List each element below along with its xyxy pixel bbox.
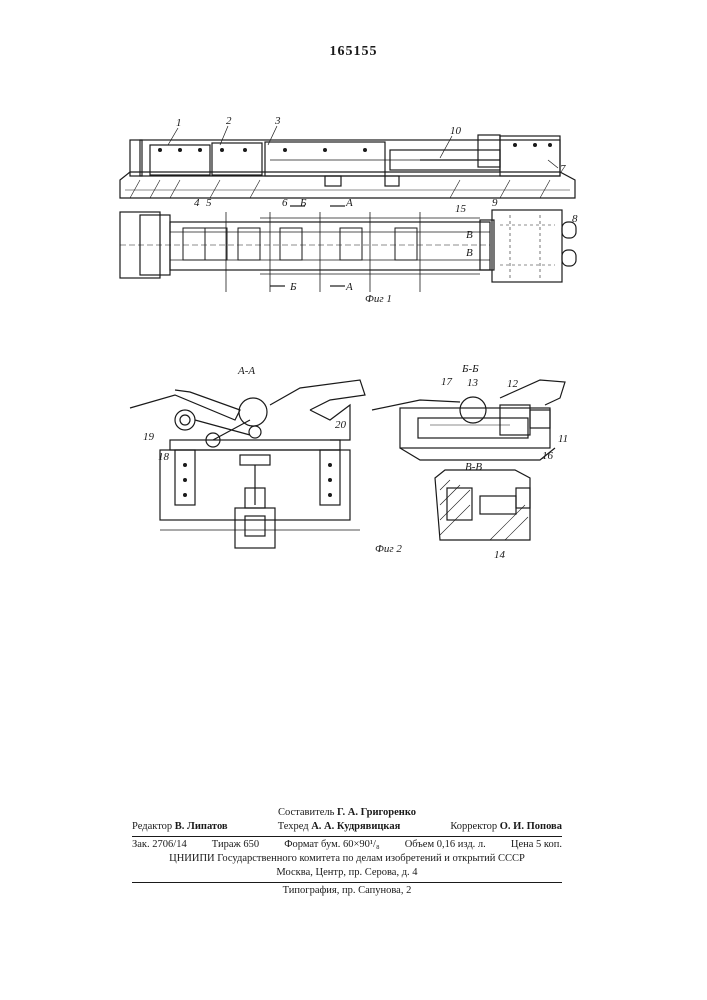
label-3: 3 xyxy=(274,115,281,127)
figure1-plan xyxy=(120,206,576,292)
publication-details: Зак. 2706/14 Тираж 650 Формат бум. 60×90… xyxy=(132,838,562,852)
section-a-top: А xyxy=(345,197,353,209)
figure2-right-labels: Б-Б 17 13 12 11 16 В-В 14 xyxy=(441,363,568,561)
compiler-line: Составитель Г. А. Григоренко xyxy=(132,806,562,820)
editor-label: Редактор xyxy=(132,821,172,832)
label-18: 18 xyxy=(158,451,170,463)
editors-line: Редактор В. Липатов Техред А. А. Кудряви… xyxy=(132,820,562,834)
techred-name: А. А. Кудрявицкая xyxy=(311,821,400,832)
section-v-bottom: В xyxy=(466,247,473,259)
figure1-elevation xyxy=(120,135,575,198)
editor-name: В. Липатов xyxy=(175,821,228,832)
techred-label: Техред xyxy=(278,821,309,832)
label-14: 14 xyxy=(494,549,506,561)
editor: Редактор В. Липатов xyxy=(132,820,228,834)
figure2-left-labels: А-А 19 18 20 xyxy=(143,365,347,463)
techred: Техред А. А. Кудрявицкая xyxy=(278,820,401,834)
corrector-name: О. И. Попова xyxy=(500,821,562,832)
section-b-bottom: Б xyxy=(289,281,297,293)
label-19: 19 xyxy=(143,431,155,443)
section-b-top: Б xyxy=(299,197,307,209)
compiler-label: Составитель xyxy=(278,807,334,818)
label-17: 17 xyxy=(441,376,453,388)
label-5: 5 xyxy=(206,197,212,209)
section-aa-title: А-А xyxy=(237,365,255,377)
order-number: Зак. 2706/14 xyxy=(132,838,187,852)
paper-format: Формат бум. 60×90¹/₈ xyxy=(284,838,379,852)
corrector: Корректор О. И. Попова xyxy=(450,820,562,834)
label-1: 1 xyxy=(176,117,182,129)
volume: Объем 0,16 изд. л. xyxy=(405,838,486,852)
label-13: 13 xyxy=(467,377,479,389)
institute: ЦНИИПИ Государственного комитета по дела… xyxy=(132,852,562,866)
label-7: 7 xyxy=(560,163,566,175)
label-8: 8 xyxy=(572,213,578,225)
label-12: 12 xyxy=(507,378,519,390)
compiler-name: Г. А. Григоренко xyxy=(337,807,416,818)
label-15: 15 xyxy=(455,203,467,215)
label-16: 16 xyxy=(542,450,554,462)
figure2-caption: Фиг 2 xyxy=(375,543,402,555)
price: Цена 5 коп. xyxy=(511,838,562,852)
circulation: Тираж 650 xyxy=(212,838,259,852)
label-11: 11 xyxy=(558,433,568,445)
divider-bottom xyxy=(132,882,562,883)
figure2-section-aa xyxy=(130,380,365,548)
label-6: 6 xyxy=(282,197,288,209)
address: Москва, Центр, пр. Серова, д. 4 xyxy=(132,866,562,880)
printer: Типография, пр. Сапунова, 2 xyxy=(132,884,562,898)
figure1-elevation-labels: 1 2 3 10 7 xyxy=(176,115,566,175)
divider-top xyxy=(132,836,562,837)
label-20: 20 xyxy=(335,419,347,431)
label-2: 2 xyxy=(226,115,232,127)
figure1-caption: Фиг 1 xyxy=(365,293,392,305)
patent-drawings: 1 2 3 10 7 xyxy=(0,0,707,800)
section-bb-title: Б-Б xyxy=(461,363,479,375)
colophon: Составитель Г. А. Григоренко Редактор В.… xyxy=(132,806,562,898)
section-vv-title: В-В xyxy=(465,461,482,473)
section-a-bottom: А xyxy=(345,281,353,293)
figure2-section-bb xyxy=(372,380,565,540)
label-4: 4 xyxy=(194,197,200,209)
corrector-label: Корректор xyxy=(450,821,497,832)
label-10: 10 xyxy=(450,125,462,137)
label-9: 9 xyxy=(492,197,498,209)
section-v-top: В xyxy=(466,229,473,241)
